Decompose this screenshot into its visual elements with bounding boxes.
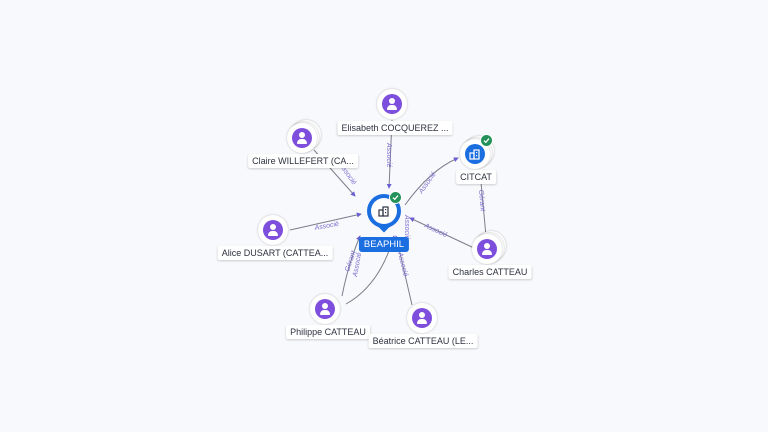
edge-label-philippe-associe: Associé bbox=[352, 252, 363, 278]
verified-check-icon bbox=[480, 134, 493, 147]
edge-alice-beaphil bbox=[289, 212, 362, 231]
person-icon bbox=[263, 220, 283, 240]
node-label-philippe[interactable]: Philippe CATTEAU bbox=[286, 325, 370, 339]
node-label-claire[interactable]: Claire WILLEFERT (CA... bbox=[248, 154, 358, 168]
location-pin bbox=[367, 191, 402, 233]
node-label-beaphil[interactable]: BEAPHIL bbox=[358, 237, 410, 252]
person-icon bbox=[315, 299, 335, 319]
edge-label-beatrice: Associé bbox=[396, 251, 409, 278]
edge-beaphil-citcat bbox=[404, 157, 459, 206]
company-icon bbox=[465, 144, 485, 164]
person-icon bbox=[382, 94, 402, 114]
node-label-beatrice[interactable]: Béatrice CATTEAU (LE... bbox=[368, 334, 478, 348]
company-icon bbox=[378, 206, 389, 217]
edge-philippe-beaphil-gerant bbox=[341, 235, 361, 297]
edge-label-center-vertical: Associé bbox=[403, 214, 410, 240]
node-label-charles[interactable]: Charles CATTEAU bbox=[448, 265, 532, 279]
node-label-alice[interactable]: Alice DUSART (CATTEA... bbox=[217, 246, 333, 260]
person-icon bbox=[412, 308, 432, 328]
edge-charles-beaphil bbox=[409, 217, 475, 249]
verified-check-icon bbox=[389, 191, 402, 204]
person-icon bbox=[477, 239, 497, 259]
node-label-elisabeth[interactable]: Elisabeth COCQUEREZ ... bbox=[337, 121, 453, 135]
edge-label-citcat: Associé bbox=[417, 171, 437, 196]
edge-label-charles-citcat: Gérant bbox=[477, 190, 486, 213]
edge-label-charles: Associé bbox=[422, 222, 448, 239]
node-label-citcat[interactable]: CITCAT bbox=[456, 170, 496, 184]
edge-label-alice: Associé bbox=[313, 221, 339, 232]
person-icon bbox=[292, 128, 312, 148]
edge-label-elisabeth: Associé bbox=[385, 142, 392, 168]
